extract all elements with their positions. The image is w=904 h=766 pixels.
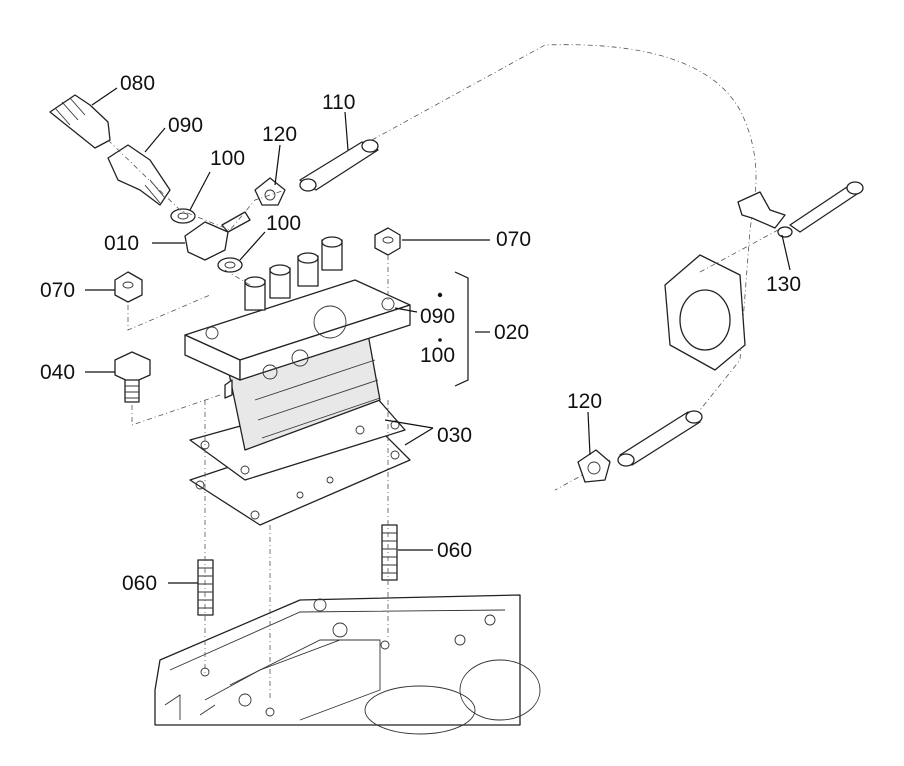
callout-060: 060 — [122, 572, 158, 595]
part-070-nut-left — [114, 271, 143, 303]
callout-010: 010 — [104, 232, 140, 255]
dot-100 — [438, 338, 442, 342]
callout-110: 110 — [322, 91, 356, 114]
callout-070: 070 — [496, 228, 532, 251]
part-010-banjo — [184, 211, 251, 261]
injection-pump-assembly — [184, 236, 411, 451]
callout-100: 100 — [420, 344, 456, 367]
callout-120: 120 — [262, 123, 298, 146]
part-120-clip — [254, 177, 286, 206]
callout-130: 130 — [766, 273, 802, 296]
part-040-bolt — [114, 351, 151, 403]
callout-070: 070 — [40, 279, 76, 302]
part-090-fitting — [107, 144, 171, 206]
callout-040: 040 — [40, 361, 76, 384]
part-070-nut — [374, 227, 401, 256]
callout-080: 080 — [120, 72, 156, 95]
part-060-stud-left — [197, 559, 214, 616]
part-100-washer-b — [217, 257, 243, 273]
part-080-elbow — [49, 94, 111, 149]
dot-090 — [437, 292, 443, 298]
part-060-stud-right — [381, 524, 398, 581]
part-100-washer — [170, 208, 196, 224]
part-110-hose — [299, 139, 379, 192]
leader-lines — [85, 87, 791, 584]
assembly-centerlines — [107, 139, 779, 700]
engine-block — [154, 594, 541, 735]
routing-line — [371, 44, 757, 491]
callout-100: 100 — [210, 147, 246, 170]
part-120-clip-lower — [577, 449, 611, 483]
part-110-hose-lower — [617, 410, 703, 467]
callout-060: 060 — [437, 539, 473, 562]
callout-120: 120 — [567, 390, 603, 413]
callout-090: 090 — [420, 305, 456, 328]
callout-020: 020 — [494, 321, 530, 344]
callout-030: 030 — [437, 424, 473, 447]
bracket-020 — [454, 271, 469, 387]
callout-090: 090 — [168, 114, 204, 137]
part-130-bolt — [777, 181, 864, 238]
part-throttle-bracket — [664, 191, 786, 371]
callout-100: 100 — [266, 212, 302, 235]
